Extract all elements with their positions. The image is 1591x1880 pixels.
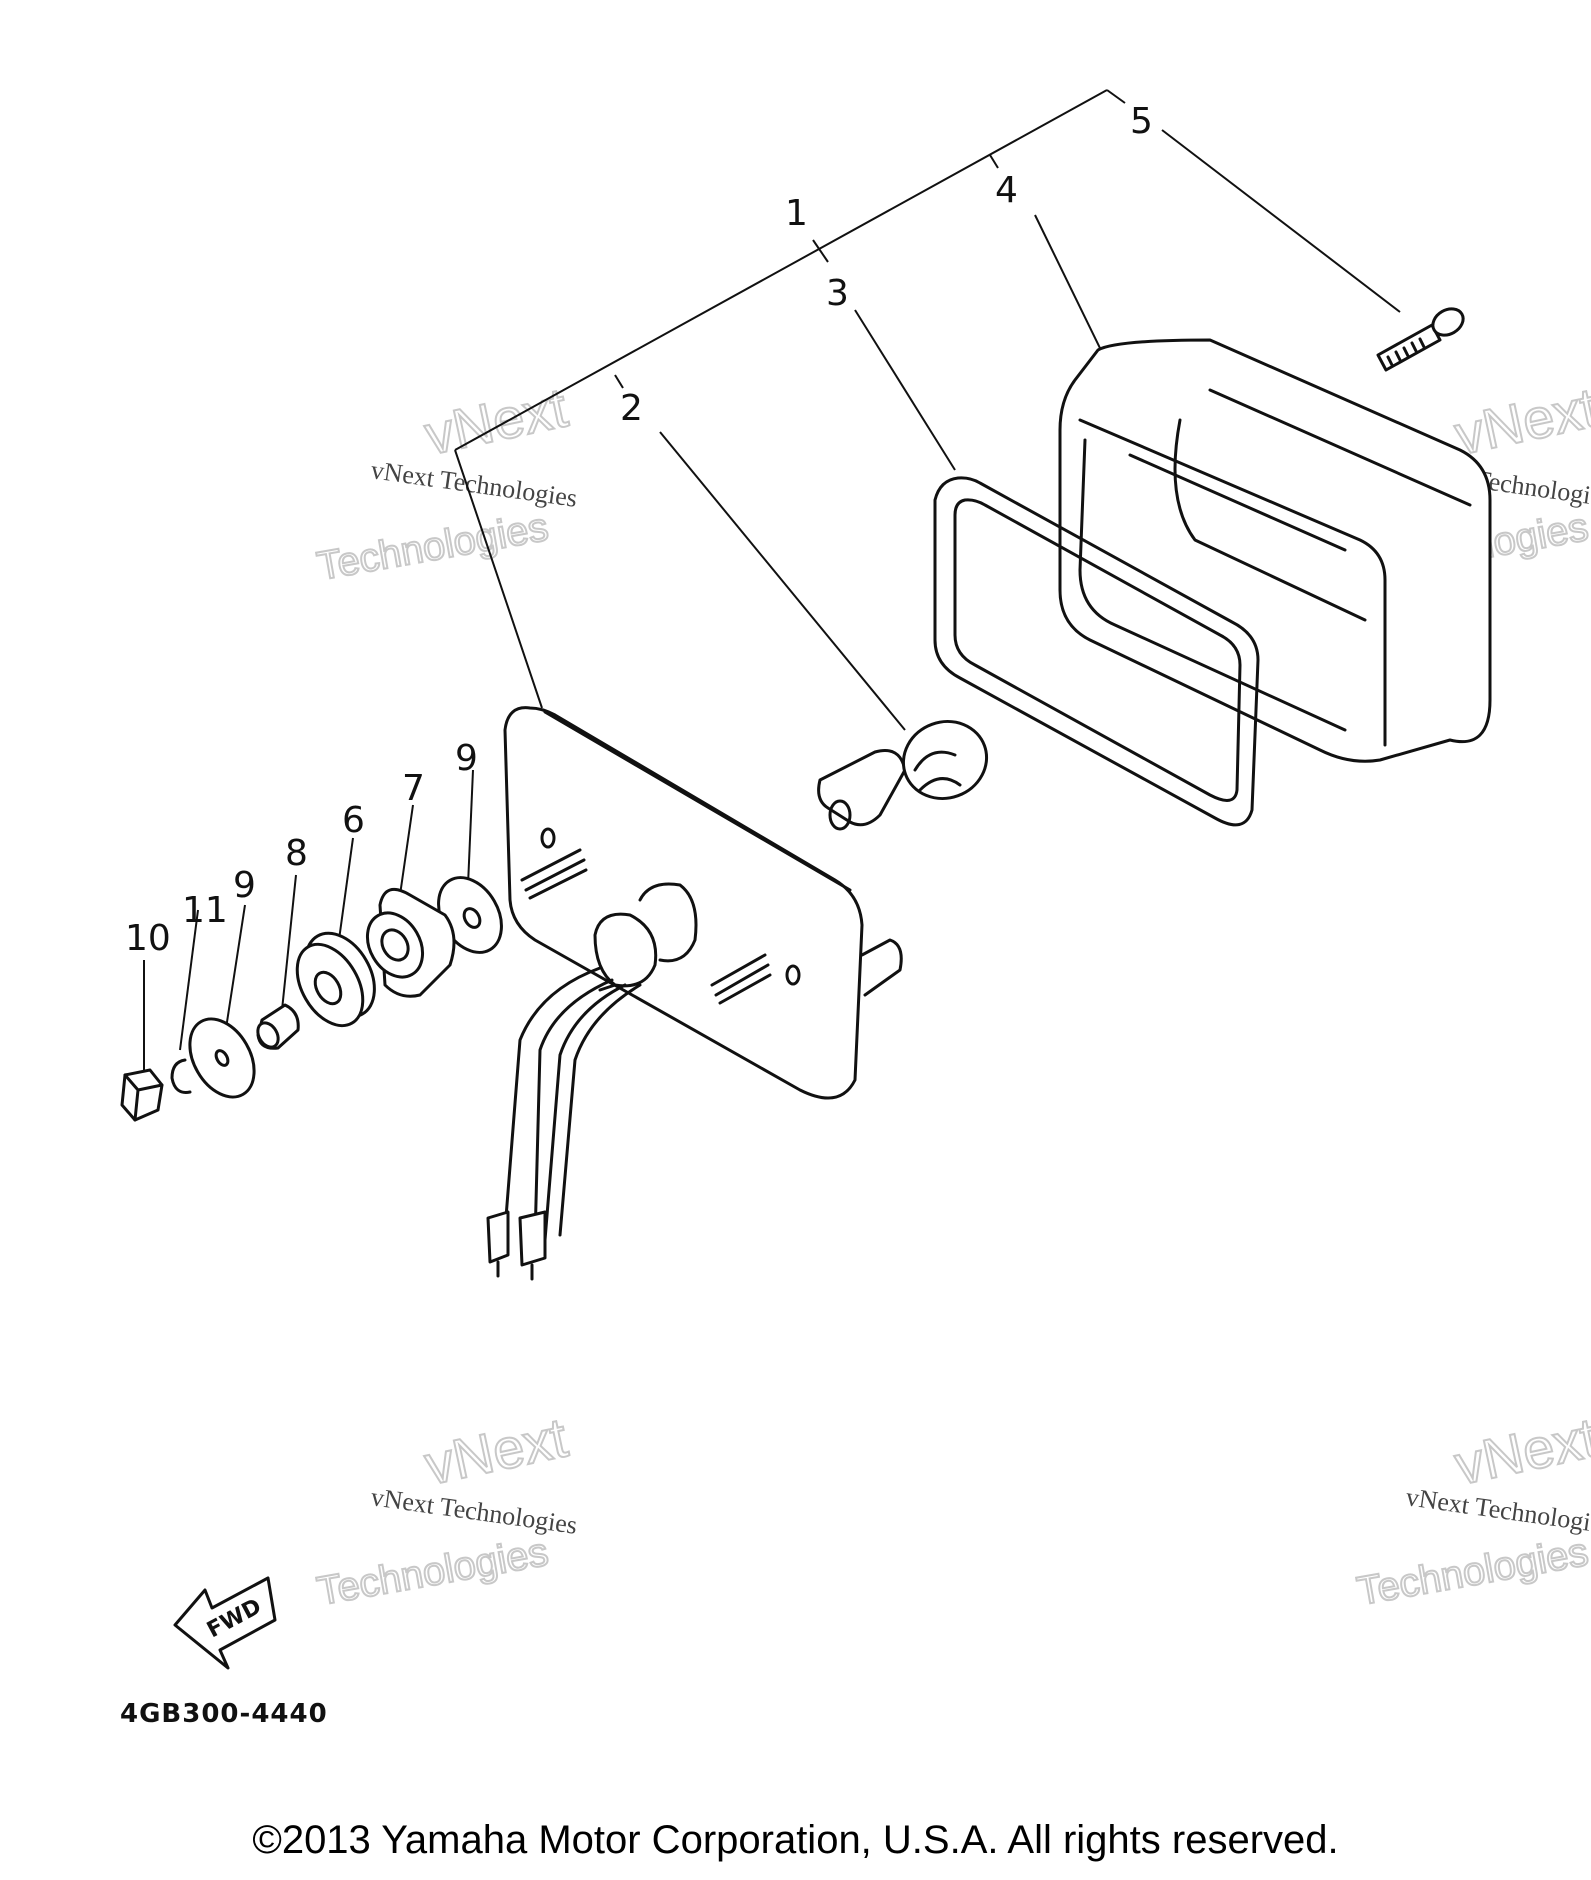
part-4-lens-cover [1058,338,1492,763]
leader-4-stub [989,154,999,169]
watermark-outline-top: vNext [419,1405,573,1496]
leader-5-stub [1106,89,1126,104]
watermark-outline-bottom: Technologies [314,505,552,589]
callout-2: 2 [620,388,643,429]
leader-5 [1161,129,1401,313]
watermark-text: vNext Technologies [369,1482,579,1540]
leader-7 [399,804,414,896]
part-6-damper [295,931,376,1028]
watermark-lower-left: vNext Technologies vNext Technologies [313,1404,579,1615]
watermark-outline-top: vNext [419,375,573,466]
leader-housing [454,449,543,709]
part-10-nut [120,1068,164,1122]
watermark-outline-bottom: Technologies [314,1530,552,1614]
callout-7: 7 [402,768,425,809]
watermark-upper-left: vNext Technologies vNext Technologies [313,374,579,590]
watermark-outline-bottom: Technologies [1354,1530,1591,1614]
callout-6: 6 [342,800,365,841]
callout-10: 10 [125,918,171,959]
watermark-outline-top: vNext [1449,375,1591,466]
leader-1 [812,239,829,263]
copyright-notice: ©2013 Yamaha Motor Corporation, U.S.A. A… [252,1818,1339,1862]
leader-6 [337,837,354,948]
watermark-outline-top: vNext [1449,1405,1591,1496]
leader-11 [179,909,199,1051]
part-11-lock-washer [170,1058,192,1094]
callout-9-left: 9 [233,865,256,906]
part-2-bulb [817,720,989,831]
callout-4: 4 [995,170,1018,211]
diagram-code: 4GB300-4440 [120,1699,328,1729]
callout-8: 8 [285,833,308,874]
leader-2 [659,431,906,731]
watermark-text: vNext Technologies [1404,1482,1591,1540]
part-housing-base [486,706,903,1281]
callout-9-right: 9 [455,738,478,779]
part-9-washer-left [188,1017,256,1099]
watermark-lower-right: vNext Technologies vNext Technologies [1353,1404,1591,1615]
part-3-gasket [933,476,1260,827]
callout-1: 1 [785,193,808,234]
leader-3 [854,309,956,471]
assembly-bracket-line [454,89,1108,451]
leader-9-left [224,904,246,1036]
callout-11: 11 [182,890,228,931]
leader-2-stub [614,374,624,389]
part-7-grommet [365,887,456,998]
part-8-collar [256,1003,300,1050]
callout-labels: 1 2 3 4 5 6 7 8 9 9 10 11 [125,101,1153,959]
callout-5: 5 [1130,101,1153,142]
fwd-arrow-icon: FWD [173,1576,277,1670]
leader-8 [281,874,297,1011]
callout-3: 3 [826,273,849,314]
part-5-screw [1376,307,1465,372]
